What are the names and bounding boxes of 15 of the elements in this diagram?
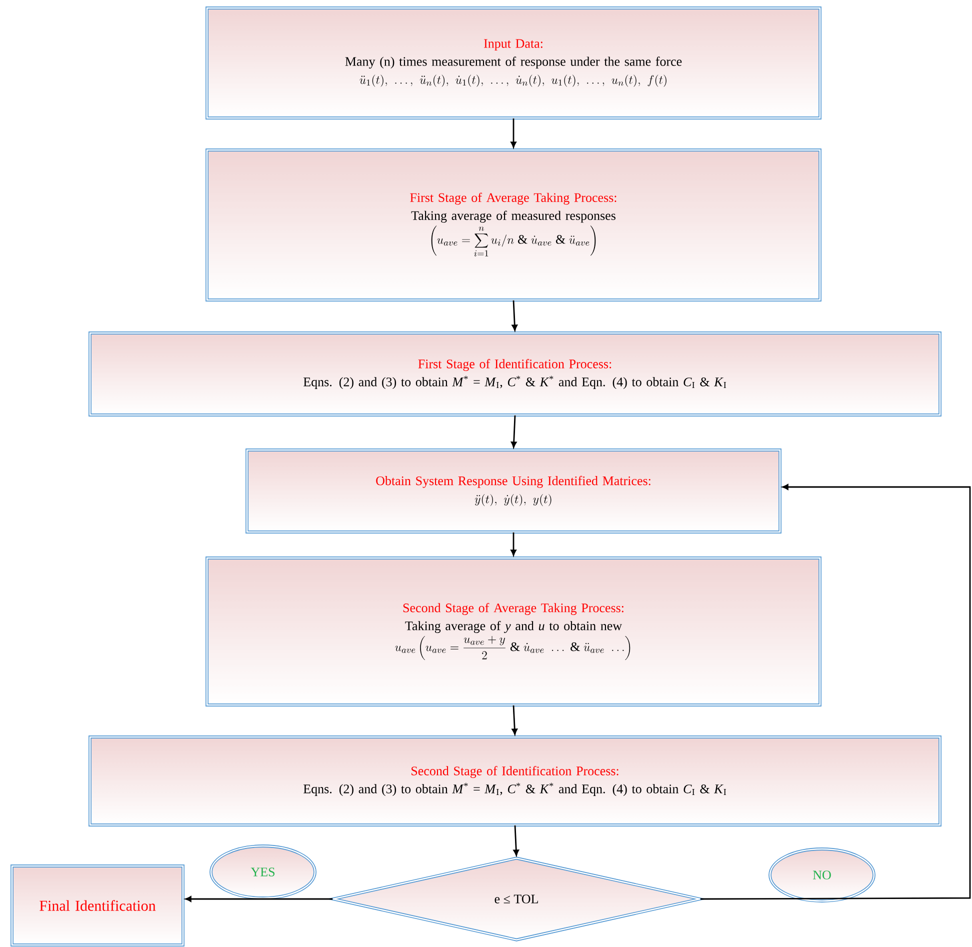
process-box: Input Data: Many (n) times measurement of response under the same force $\ddot{u}_1(t),\ \dots,\ \ddot{u}_n(t),\ \dot{u}_1(t),\ \dots,\ \dot{u}_n(t),\ u_1(t),\ \dots,\ u_n(t),\ f(t)$ xyxy=(206,6,822,120)
process-box: First Stage of Identification Process: Eqns. (2) and (3) to obtain M$^{*}$ = M$_{I}$, C$^{*}$ & K$^{*}$ and Eqn. (4) to obtain C$_{I}$ & K$_{I}$ xyxy=(88,332,942,416)
terminal-box: Final Identification xyxy=(10,864,184,946)
arrow xyxy=(510,532,516,556)
arrow xyxy=(512,705,518,735)
process-box: Obtain System Response Using Identified Matrices: $\ddot{y}(t),\ \dot{y}(t),\ y(t)$ xyxy=(246,448,782,534)
process-box: Second Stage of Average Taking Process: Taking average of y and u to obtain new $u_{ave}\left(u_{ave} = \frac{u_{ave}+y}{2} \;\&\; \dot{u}_{ave}\ \dots \;\&\; \ddot{u}_{ave}\ \dots\right)$ xyxy=(206,556,822,706)
process-box: Second Stage of Identification Process: Eqns. (2) and (3) to obtain M$^{*}$ = M$_{I}$, C$^{*}$ & K$^{*}$ and Eqn. (4) to obtain C$_{I}$ & K$_{I}$ xyxy=(88,736,942,826)
arrow xyxy=(513,825,520,856)
arrow xyxy=(510,118,516,148)
arrow xyxy=(512,300,518,331)
arrow xyxy=(510,415,517,448)
arrow xyxy=(185,896,333,902)
process-box: First Stage of Average Taking Process: Taking average of measured responses $\left(u_{ave} = \sum_{i=1}^{n} u_i / n \;\&\; \dot{u}_{ave} \;\&\; \ddot{u}_{ave}\right)$ xyxy=(206,148,822,302)
arrow xyxy=(700,484,971,900)
